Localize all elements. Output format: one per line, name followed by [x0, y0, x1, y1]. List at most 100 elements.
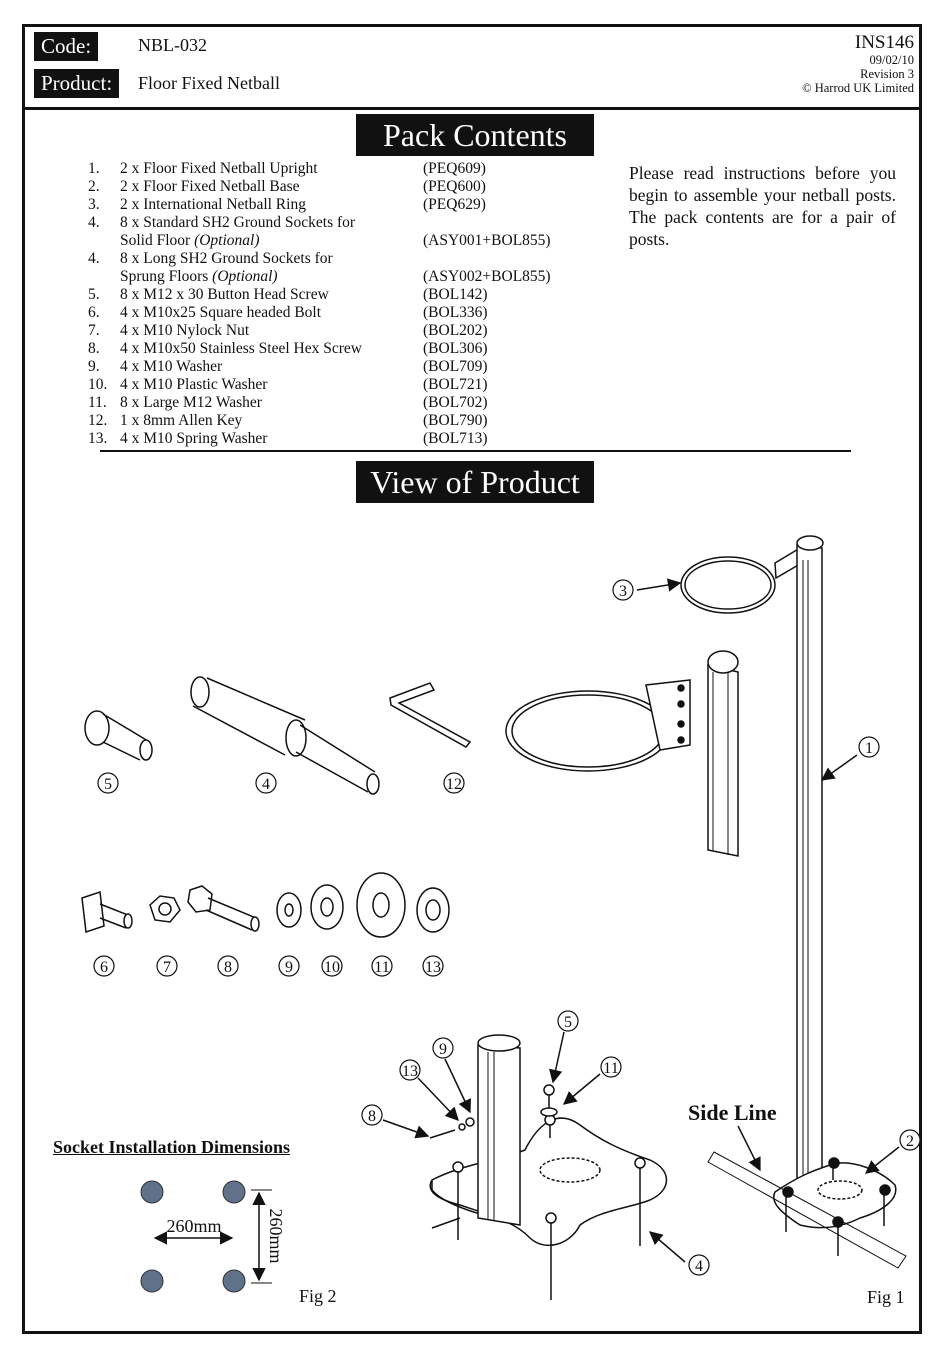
- callout-5: 5: [104, 776, 112, 793]
- item-number: 12.: [88, 412, 108, 429]
- item-number: 3.: [88, 196, 100, 213]
- code-value: NBL-032: [138, 35, 207, 55]
- code-label: Code:: [34, 32, 99, 61]
- ground-socket-drawing: [190, 676, 380, 795]
- fig1-label: Fig 1: [867, 1287, 905, 1307]
- callout-4-fig2: 4: [695, 1258, 703, 1275]
- doc-date: 09/02/10: [869, 53, 914, 67]
- header-divider: [22, 107, 922, 110]
- item-description: 8 x Large M12 Washer: [120, 394, 262, 411]
- product-label: Product:: [34, 69, 120, 98]
- doc-id: INS146: [854, 32, 914, 53]
- item-code: (BOL202): [423, 322, 488, 339]
- item-description: Sprung Floors: [120, 268, 209, 285]
- item-number: 13.: [88, 430, 108, 447]
- callout-11-fig2: 11: [603, 1060, 618, 1077]
- item-description: 2 x Floor Fixed Netball Base: [120, 178, 300, 195]
- page-frame: [22, 24, 922, 1334]
- item-number: 6.: [88, 304, 100, 321]
- item-code: (BOL142): [423, 286, 488, 303]
- item-number: 9.: [88, 358, 100, 375]
- socket-dimensions-title: Socket Installation Dimensions: [53, 1137, 291, 1157]
- optional-tag: (Optional): [194, 232, 260, 249]
- callout-4: 4: [262, 776, 270, 793]
- large-washer-drawing: [356, 872, 406, 938]
- item-description: 4 x M10x25 Square headed Bolt: [120, 304, 322, 321]
- callout-8-fig2: 8: [368, 1108, 376, 1125]
- callout-13-fig2: 13: [402, 1063, 418, 1080]
- item-description: 8 x Standard SH2 Ground Sockets for: [120, 214, 356, 231]
- item-number: 8.: [88, 340, 100, 357]
- m10-washer-drawing: [276, 892, 302, 928]
- item-code: (PEQ629): [423, 196, 486, 213]
- callout-11: 11: [374, 959, 389, 976]
- optional-tag: (Optional): [212, 268, 278, 285]
- list-divider: [100, 450, 851, 452]
- item-number: 1.: [88, 160, 100, 177]
- product-value: Floor Fixed Netball: [138, 73, 280, 93]
- item-number: 2.: [88, 178, 100, 195]
- item-description: 8 x M12 x 30 Button Head Screw: [120, 286, 329, 303]
- callout-8: 8: [224, 959, 232, 976]
- callout-9-fig2: 9: [439, 1041, 447, 1058]
- dimension-vertical: 260mm: [266, 1208, 286, 1263]
- item-description-line2: Solid Floor (Optional): [120, 232, 260, 250]
- spring-washer-drawing: [416, 887, 450, 933]
- item-number: 4.: [88, 214, 100, 231]
- netball-post-drawing: [680, 535, 907, 1269]
- item-description: 2 x International Netball Ring: [120, 196, 306, 213]
- callout-10: 10: [324, 959, 340, 976]
- item-description: 8 x Long SH2 Ground Sockets for: [120, 250, 333, 267]
- item-description: 1 x 8mm Allen Key: [120, 412, 243, 429]
- item-code: (BOL336): [423, 304, 488, 321]
- callout-5-fig2: 5: [564, 1014, 572, 1031]
- item-description-line2: Sprung Floors (Optional): [120, 268, 278, 286]
- item-number: 4.: [88, 250, 100, 267]
- socket-layout-diagram: [140, 1180, 272, 1293]
- item-description: 4 x M10x50 Stainless Steel Hex Screw: [120, 340, 362, 357]
- item-description: 4 x M10 Spring Washer: [120, 430, 268, 447]
- callout-13: 13: [425, 959, 441, 976]
- item-code: (BOL709): [423, 358, 488, 375]
- pack-contents-title: Pack Contents: [356, 114, 594, 156]
- item-number: 11.: [88, 394, 107, 411]
- hex-screw-drawing: [187, 885, 260, 932]
- doc-copyright: © Harrod UK Limited: [802, 81, 914, 95]
- doc-revision: Revision 3: [860, 67, 914, 81]
- dimension-horizontal: 260mm: [166, 1216, 221, 1236]
- item-description: 4 x M10 Plastic Washer: [120, 376, 268, 393]
- nylock-nut-drawing: [149, 895, 181, 923]
- callout-9: 9: [285, 959, 293, 976]
- item-code: (BOL306): [423, 340, 488, 357]
- callout-2: 2: [906, 1133, 914, 1150]
- item-number: 5.: [88, 286, 100, 303]
- callout-6: 6: [100, 959, 108, 976]
- ring-bracket-detail-drawing: [505, 650, 739, 857]
- button-head-screw-drawing: [84, 710, 153, 761]
- item-description: 4 x M10 Nylock Nut: [120, 322, 250, 339]
- plastic-washer-drawing: [310, 884, 344, 930]
- item-code: (PEQ609): [423, 160, 486, 177]
- item-code: (ASY002+BOL855): [423, 268, 551, 285]
- item-code: (BOL790): [423, 412, 488, 429]
- callout-7: 7: [163, 959, 171, 976]
- item-number: 7.: [88, 322, 100, 339]
- fig2-label: Fig 2: [299, 1286, 337, 1306]
- allen-key-drawing: [389, 682, 472, 748]
- item-number: 10.: [88, 376, 108, 393]
- item-code: (PEQ600): [423, 178, 486, 195]
- callout-12: 12: [446, 776, 462, 793]
- square-bolt-drawing: [81, 890, 133, 934]
- item-code: (BOL702): [423, 394, 488, 411]
- base-assembly-drawing: [429, 1034, 668, 1300]
- callout-1: 1: [865, 740, 873, 757]
- item-description: 2 x Floor Fixed Netball Upright: [120, 160, 318, 177]
- item-code: (ASY001+BOL855): [423, 232, 551, 249]
- item-description: 4 x M10 Washer: [120, 358, 223, 375]
- instructions-note: Please read instructions before you begi…: [629, 163, 896, 249]
- side-line-label: Side Line: [688, 1100, 777, 1125]
- view-of-product-title: View of Product: [356, 461, 594, 503]
- item-code: (BOL721): [423, 376, 488, 393]
- item-code: (BOL713): [423, 430, 488, 447]
